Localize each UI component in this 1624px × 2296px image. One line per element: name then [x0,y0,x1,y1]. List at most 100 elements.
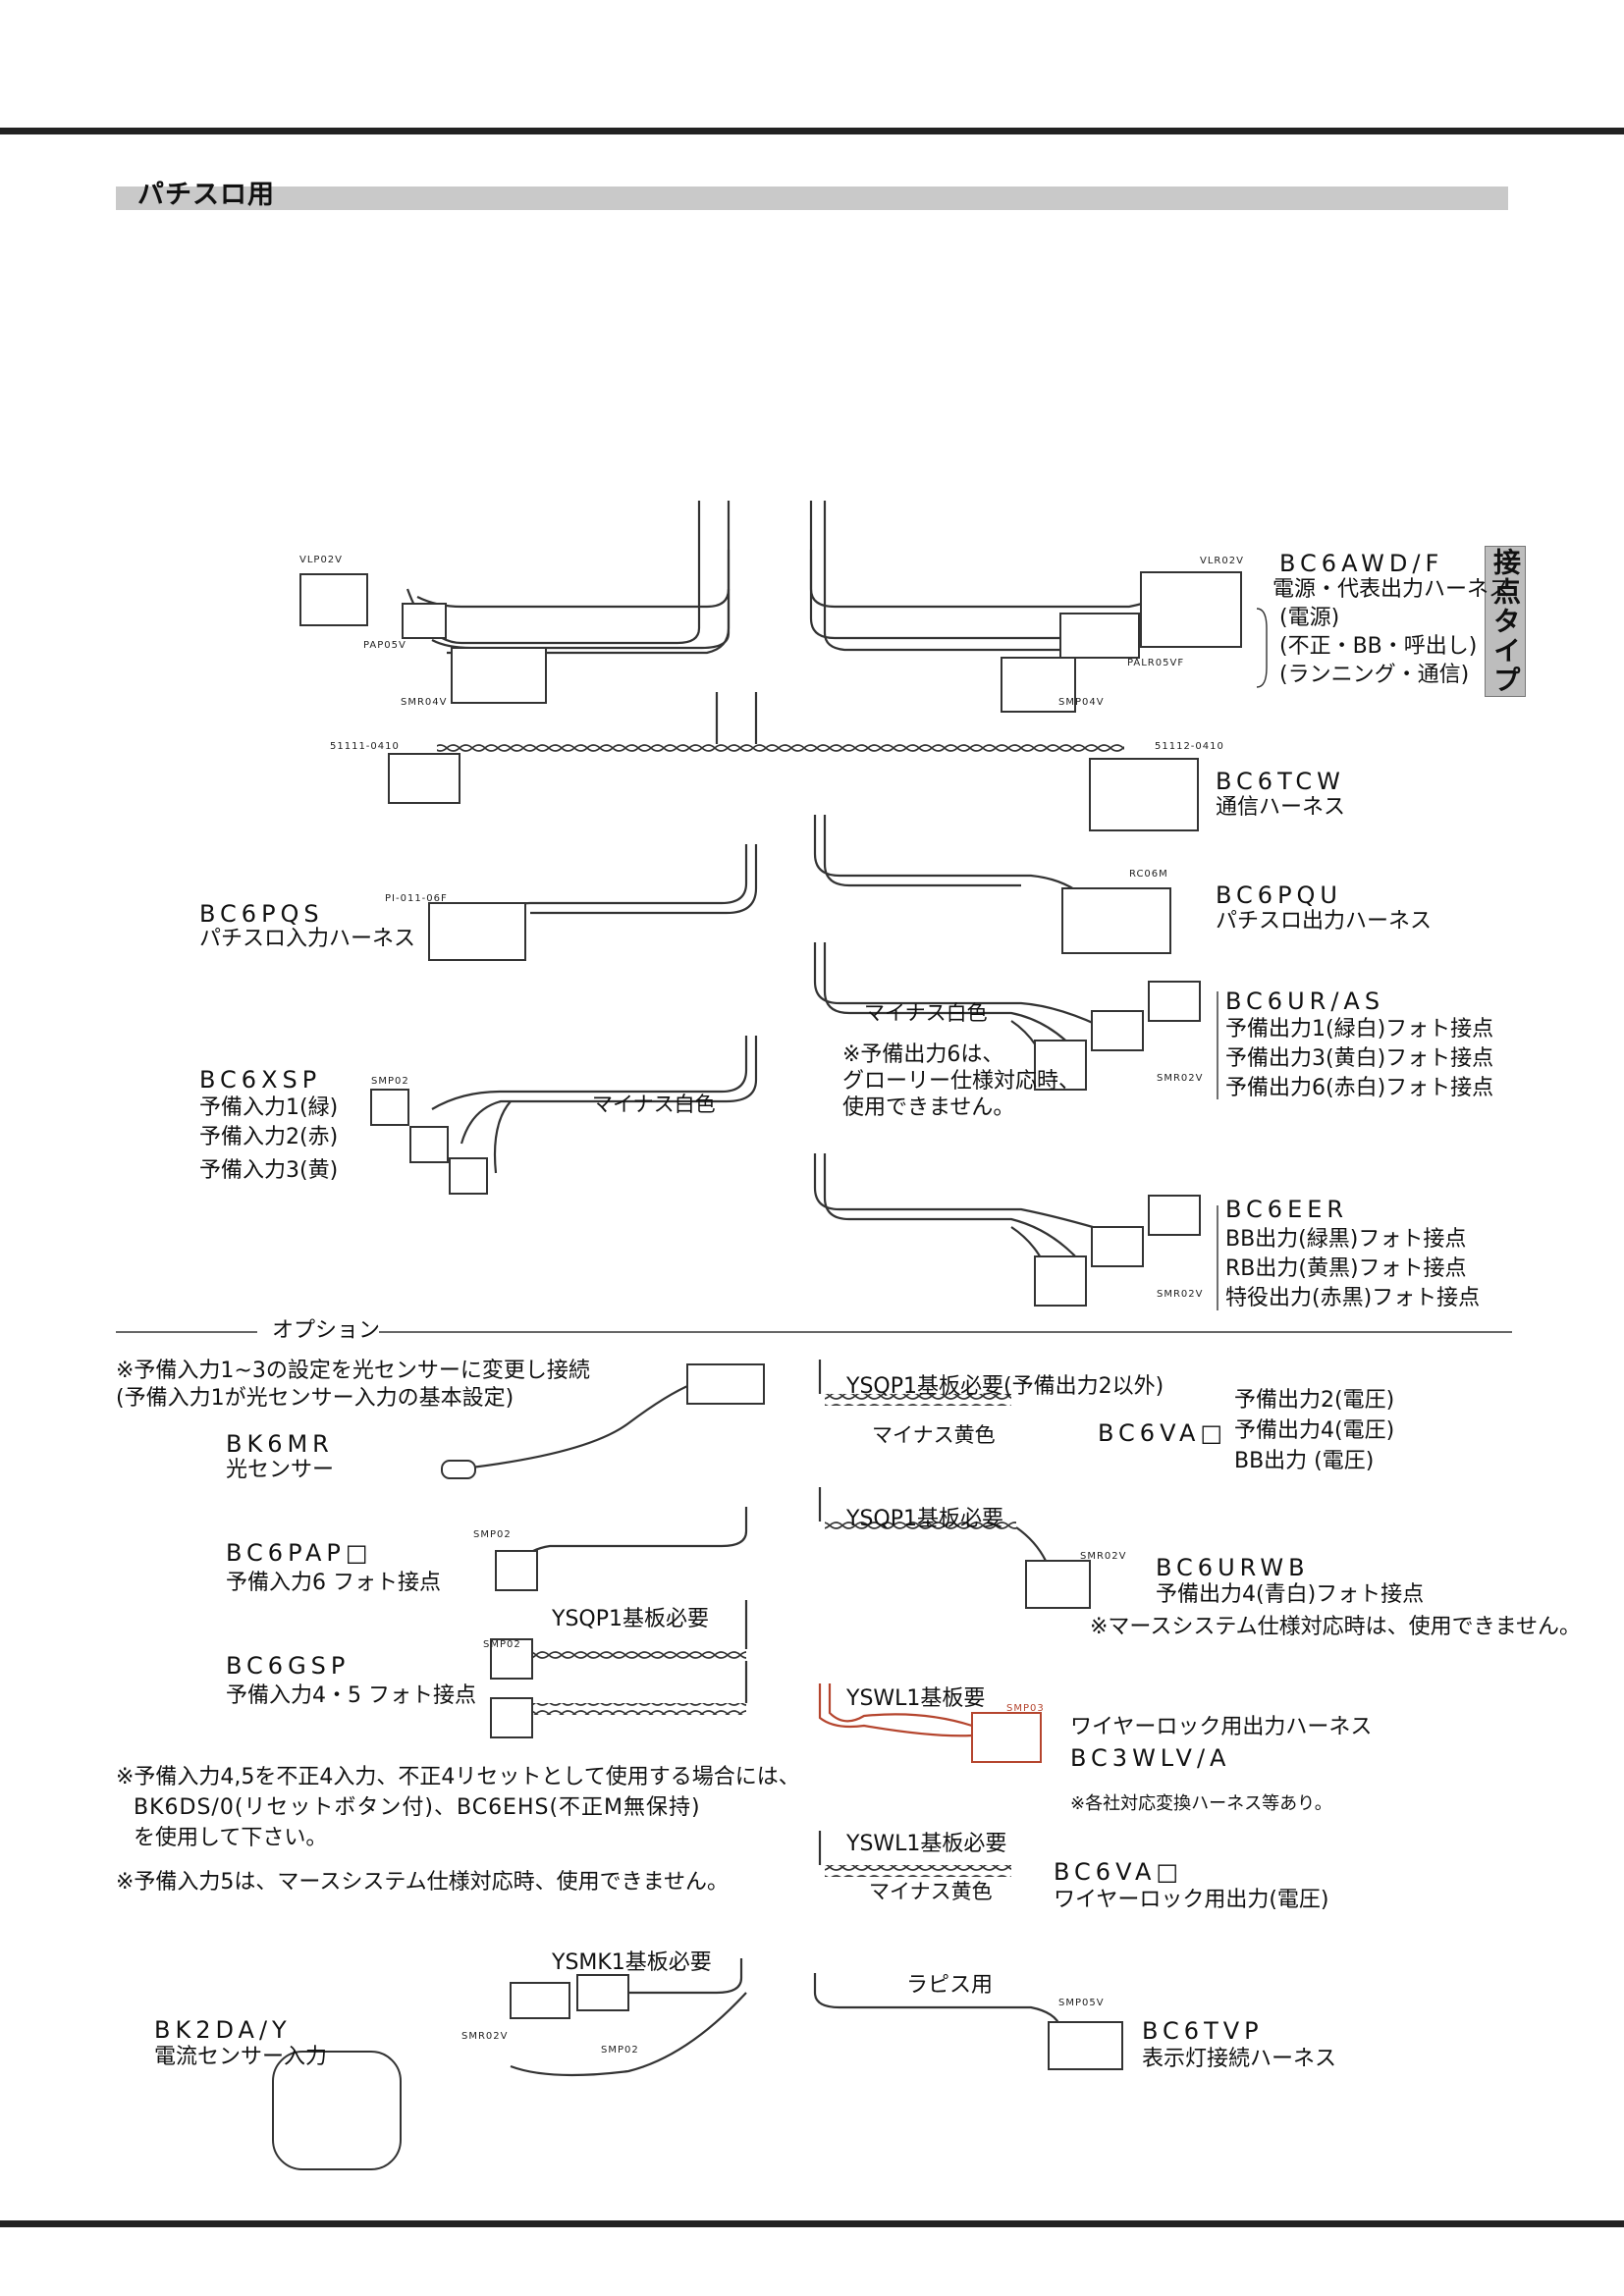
bk2-sensor [272,2051,402,2170]
awd-description: 電源・代表出力ハーネス [1272,577,1511,602]
uras-connector-1 [1148,981,1201,1022]
conn-51111: 51111-0410 [330,741,400,752]
eer-cable [813,1153,1110,1234]
conn-vlr02v: VLR02V [1200,556,1244,566]
option-label: オプション [272,1318,381,1343]
uras-line-1: 予備出力1(緑白)フォト接点 [1225,1017,1494,1041]
va1-line-3: BB出力 (電圧) [1234,1449,1375,1473]
awd-line-2: (不正・BB・呼出し) [1279,634,1478,659]
pap-connector [495,1550,538,1591]
option-note-3: を使用して下さい。 [134,1826,328,1850]
uras-line-2: 予備出力3(黄白)フォト接点 [1225,1046,1494,1071]
wlv-note: ※各社対応変換ハーネス等あり。 [1070,1793,1332,1814]
uras-minus-label: マイナス白色 [864,1001,988,1025]
pap05v-connector [402,603,447,639]
wlv-part-number: BC3WLV/A [1070,1744,1231,1772]
bk2-connector-b [576,1974,629,2011]
mr-part-number: BK6MR [226,1430,334,1458]
conn-rc06m: RC06M [1129,869,1168,880]
pqu-connector [1061,887,1171,954]
gsp-part-number: BC6GSP [226,1652,351,1680]
conn-bk2-smp02: SMP02 [601,2045,639,2056]
xsp-connector-2 [409,1126,449,1163]
xsp-line-2: 予備入力2(赤) [199,1125,339,1149]
pqs-connector [428,902,526,961]
tcw-part-number: BC6TCW [1216,768,1345,795]
uras-note-3: 使用できません。 [842,1095,1015,1120]
va2-description: ワイヤーロック用出力(電圧) [1054,1888,1329,1912]
uras-part-number: BC6UR/AS [1225,988,1385,1015]
uras-connector-3 [1034,1040,1087,1091]
option-note-4: ※予備入力5は、マースシステム仕様対応時、使用できません。 [116,1870,730,1895]
option-note-1: ※予備入力4,5を不正4入力、不正4リセットとして使用する場合には、 [116,1765,800,1789]
va2-requirement: YSWL1基板必要 [846,1832,1007,1856]
tvp-part-number: BC6TVP [1142,2017,1264,2045]
va1-requirement: YSQP1基板必要(予備出力2以外) [846,1374,1164,1399]
wlv-cable [818,1683,973,1737]
va2-twisted-cable [825,1865,1011,1877]
tvp-cable [813,1973,1062,2028]
gsp-connector-2 [490,1697,533,1738]
tvp-label: ラピス用 [906,1973,994,1998]
xsp-connector-1 [370,1089,409,1126]
awd-branch-l1 [416,550,731,609]
va2-minus-label: マイナス黄色 [869,1880,993,1903]
eer-line-1: BB出力(緑黒)フォト接点 [1225,1227,1467,1252]
pap-cable [519,1507,748,1562]
va1-line-2: 予備出力4(電圧) [1234,1418,1395,1443]
xsp-minus-label: マイナス白色 [592,1093,716,1116]
conn-smp04v: SMP04V [1058,697,1105,708]
bottom-rule [0,2220,1624,2227]
awd-line-1: (電源) [1279,606,1340,630]
xsp-connector-3 [449,1157,488,1195]
gsp-connector-1 [490,1638,533,1680]
eer-line-3: 特役出力(赤黒)フォト接点 [1225,1286,1481,1310]
conn-xsp-smp02: SMP02 [371,1076,409,1087]
xsp-line-1: 予備入力1(緑) [199,1095,339,1120]
bk2-connector-a [510,1982,570,2019]
mr-description: 光センサー [226,1458,335,1482]
urwb-description: 予備出力4(青白)フォト接点 [1156,1582,1425,1607]
uras-note-1: ※予備出力6は、 [842,1042,1004,1067]
mr-sensor [441,1460,476,1479]
tcw-description: 通信ハーネス [1216,795,1346,820]
uras-connector-2 [1091,1010,1144,1051]
conn-tvp-smp05v: SMP05V [1058,1998,1105,2008]
urwb-part-number: BC6URWB [1156,1554,1310,1581]
bk2-part-number: BK2DA/Y [154,2016,292,2044]
conn-eer-smr02v: SMR02V [1157,1289,1204,1300]
pqu-part-number: BC6PQU [1216,881,1342,909]
conn-gsp-smp02: SMP02 [483,1639,521,1650]
mr-cable [470,1382,693,1469]
xsp-part-number: BC6XSP [199,1066,322,1094]
conn-urwb-smr02v: SMR02V [1080,1551,1127,1562]
mr-note-1: ※予備入力1~3の設定を光センサーに変更し接続 [116,1359,590,1383]
conn-smr04v-left: SMR04V [401,697,448,708]
pqu-description: パチスロ出力ハーネス [1216,909,1433,934]
option-note-2: BK6DS/0(リセットボタン付)、BC6EHS(不正M無保持) [134,1795,701,1820]
conn-pap05v: PAP05V [363,640,406,651]
eer-connector-3 [1034,1255,1087,1307]
pap-part-number: BC6PAP□ [226,1539,373,1567]
main-trunk-left [406,501,701,645]
pqu-cable [813,815,1081,894]
smp04v-connector [1001,657,1076,713]
conn-pap-smp02: SMP02 [473,1529,512,1540]
vlr02v-connector [1140,571,1242,648]
conn-wlv-smp03: SMP03 [1006,1703,1045,1714]
smr04v-connector-left [451,647,547,704]
va1-minus-label: マイナス黄色 [872,1423,996,1447]
bk2-cable [628,1958,743,1995]
section-title: パチスロ用 [137,180,275,210]
eer-line-2: RB出力(黄黒)フォト接点 [1225,1256,1467,1281]
urwb-connector [1025,1560,1091,1609]
gsp-twisted-cable [520,1649,746,1661]
pqs-cable [490,844,748,914]
gsp-description: 予備入力4・5 フォト接点 [226,1683,476,1708]
conn-51112: 51112-0410 [1155,741,1224,752]
mr-note-2: (予備入力1が光センサー入力の基本設定) [116,1386,514,1411]
conn-uras-smr02v: SMR02V [1157,1073,1204,1084]
uras-cable [813,942,1110,1032]
va1-twisted-cable [825,1394,1011,1406]
